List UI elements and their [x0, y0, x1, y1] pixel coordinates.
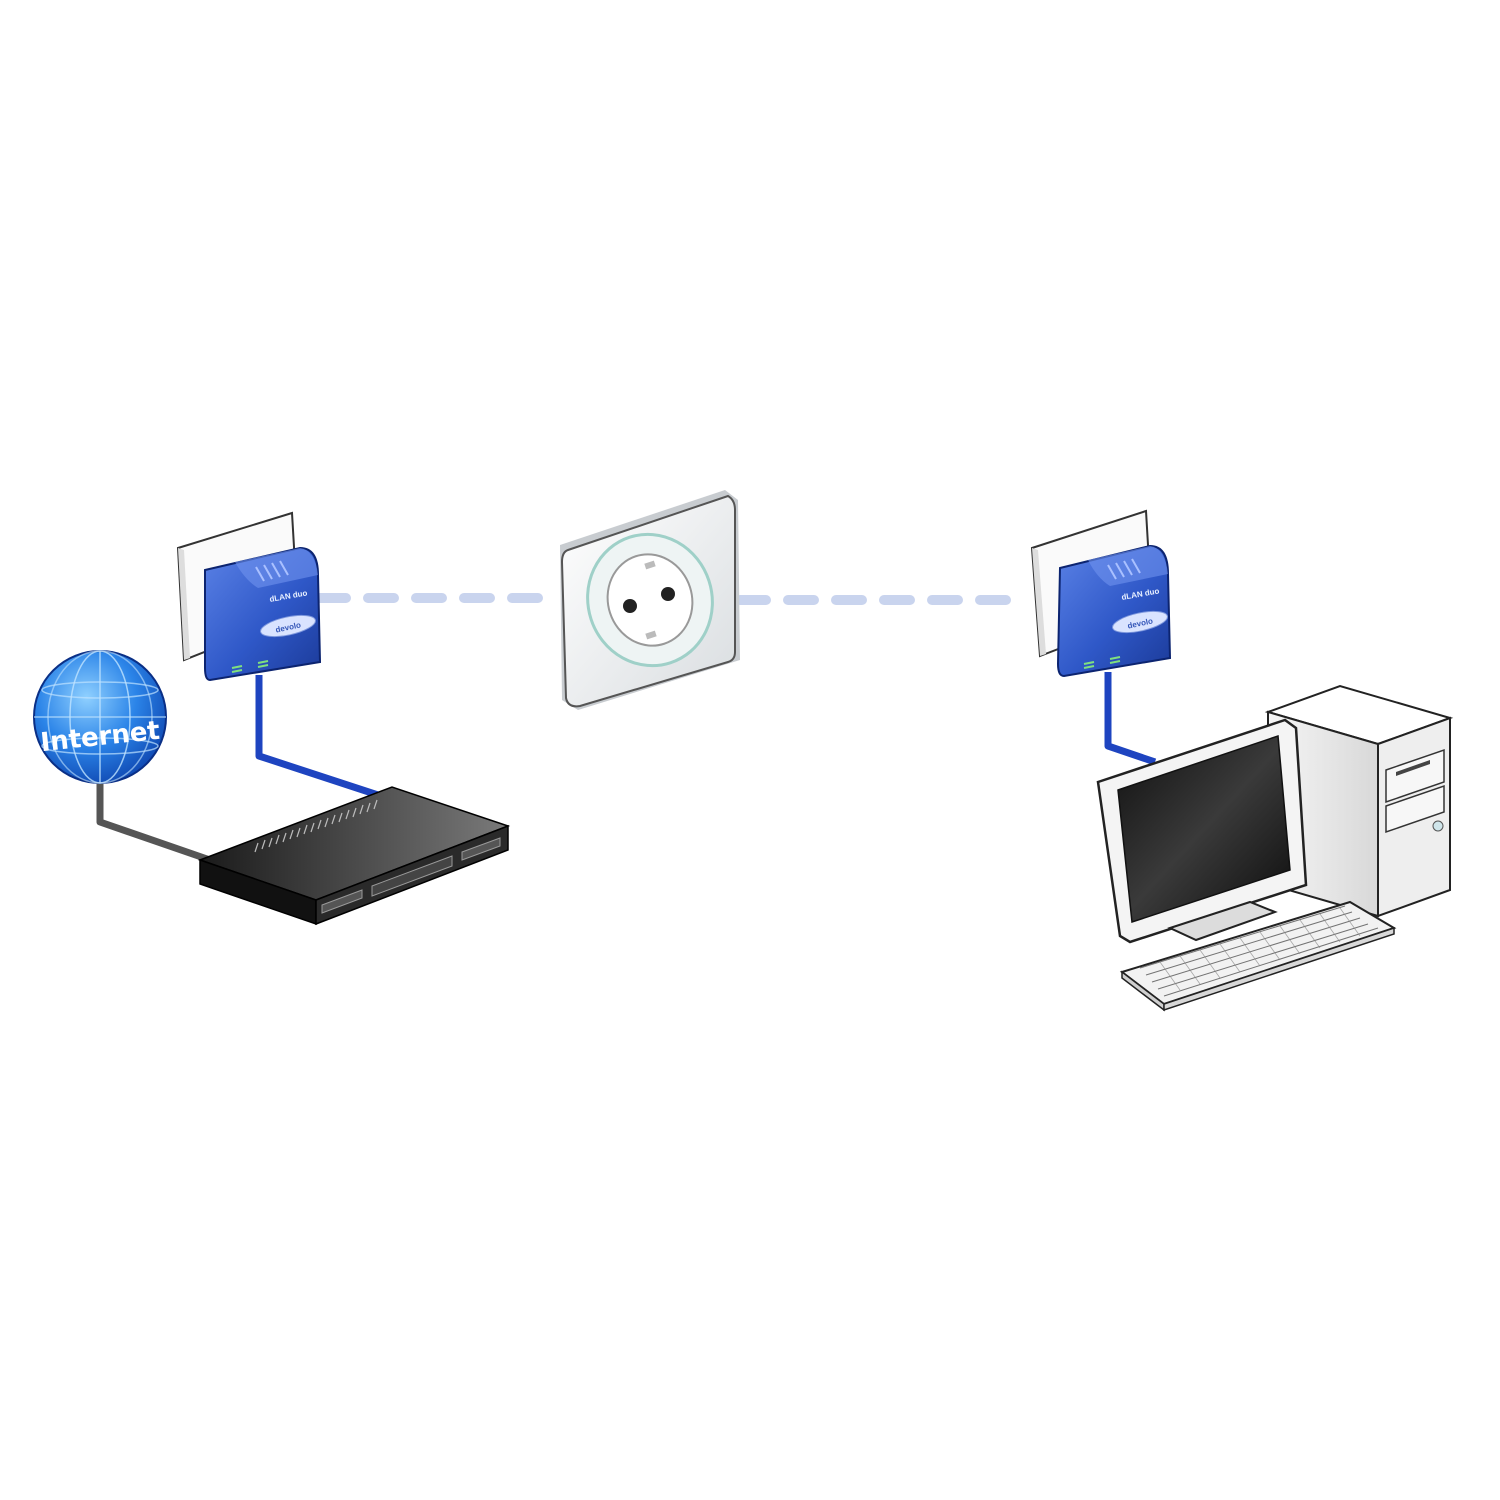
keyboard-icon: [1119, 900, 1397, 1012]
powerline-adapter-right: dLAN duo devolo: [1030, 509, 1172, 678]
adapter-brand-badge: devolo: [1112, 610, 1168, 634]
powerline-adapter-icon: dLAN duo devolo: [1056, 544, 1172, 678]
adapter-brand-badge: devolo: [260, 614, 316, 638]
lan-cable-right: [1104, 672, 1157, 766]
wan-cable: [96, 770, 212, 864]
monitor: [1096, 718, 1308, 944]
lan-cable-left: [255, 675, 380, 799]
powerline-adapter-left: dLAN duo devolo: [176, 511, 322, 682]
globe-icon: Internet: [33, 650, 167, 784]
wall-socket-icon: [560, 490, 740, 710]
router-icon: [197, 786, 511, 926]
powerline-adapter-icon: dLAN duo devolo: [204, 546, 322, 682]
desktop-computer-icon: [1096, 684, 1454, 1012]
